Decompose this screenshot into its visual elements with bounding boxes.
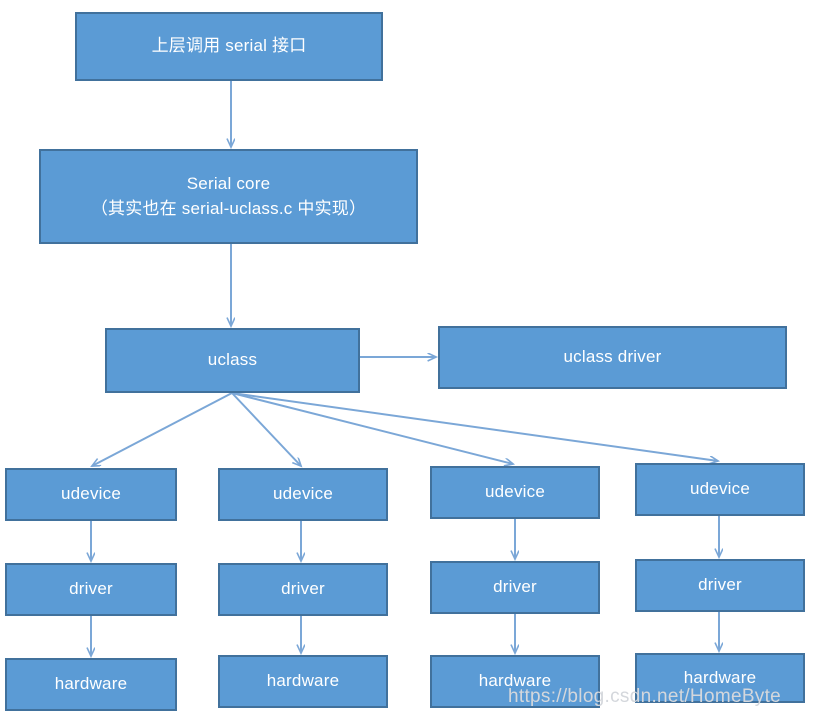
node-driver-1-label: driver (69, 579, 113, 599)
edge-uclass-to-udevice-1 (92, 392, 233, 466)
node-serial-core[interactable]: Serial core （其实也在 serial-uclass.c 中实现） (39, 149, 418, 244)
node-hardware-3[interactable]: hardware (430, 655, 600, 708)
node-hardware-1[interactable]: hardware (5, 658, 177, 711)
node-udevice-1-label: udevice (61, 484, 121, 504)
node-hardware-4[interactable]: hardware (635, 653, 805, 703)
edge-uclass-to-udevice-4 (231, 392, 718, 461)
node-udevice-2-label: udevice (273, 484, 333, 504)
node-hardware-2[interactable]: hardware (218, 655, 388, 708)
node-udevice-3-label: udevice (485, 482, 545, 502)
node-driver-4-label: driver (698, 575, 742, 595)
edge-uclass-to-udevice-3 (231, 392, 513, 464)
node-driver-3[interactable]: driver (430, 561, 600, 614)
node-uclass-driver[interactable]: uclass driver (438, 326, 787, 389)
node-driver-2-label: driver (281, 579, 325, 599)
node-driver-1[interactable]: driver (5, 563, 177, 616)
node-uclass-driver-label: uclass driver (563, 347, 662, 367)
node-driver-3-label: driver (493, 577, 537, 597)
node-hardware-1-label: hardware (54, 674, 128, 694)
node-udevice-4-label: udevice (690, 479, 750, 499)
node-udevice-3[interactable]: udevice (430, 466, 600, 519)
node-hardware-2-label: hardware (266, 671, 340, 691)
node-udevice-2[interactable]: udevice (218, 468, 388, 521)
node-serial-core-subtitle: （其实也在 serial-uclass.c 中实现） (90, 198, 367, 218)
node-top-call[interactable]: 上层调用 serial 接口 (75, 12, 383, 81)
node-driver-2[interactable]: driver (218, 563, 388, 616)
node-udevice-1[interactable]: udevice (5, 468, 177, 521)
node-hardware-4-label: hardware (683, 667, 757, 687)
edge-uclass-to-udevice-2 (231, 392, 301, 466)
node-serial-core-label: Serial core (186, 173, 271, 193)
node-driver-4[interactable]: driver (635, 559, 805, 612)
node-uclass-label: uclass (207, 350, 258, 370)
node-top-call-label: 上层调用 serial 接口 (151, 36, 307, 56)
node-hardware-3-label: hardware (478, 671, 552, 691)
node-udevice-4[interactable]: udevice (635, 463, 805, 516)
node-uclass[interactable]: uclass (105, 328, 360, 393)
